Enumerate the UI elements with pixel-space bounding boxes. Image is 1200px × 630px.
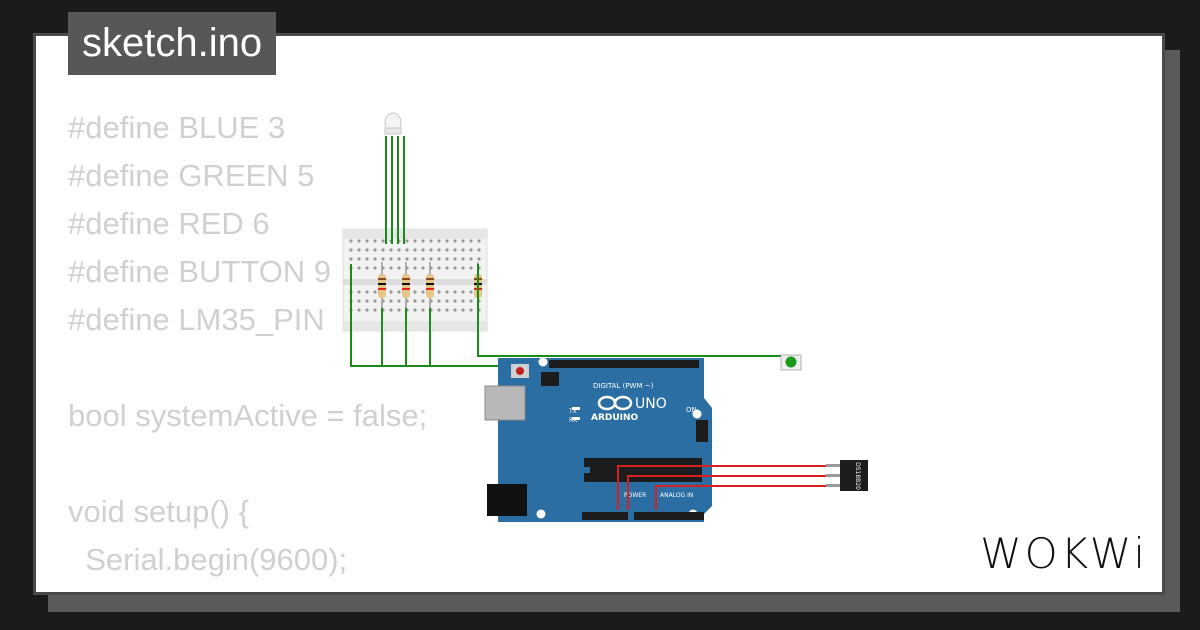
code-line: #define GREEN 5 xyxy=(68,158,315,193)
pushbutton[interactable] xyxy=(780,354,802,371)
sketch-filename-tab: sketch.ino xyxy=(68,12,277,75)
analog-label: ANALOG IN xyxy=(660,492,693,499)
breadboard xyxy=(342,228,488,332)
code-line: void setup() { xyxy=(68,494,249,529)
code-line: #define RED 6 xyxy=(68,206,270,241)
code-line: #define LM35_PIN xyxy=(68,302,325,337)
wokwi-logo: WOKWi xyxy=(980,529,1148,578)
resistor[interactable] xyxy=(378,262,386,308)
on-label: ON xyxy=(686,406,697,414)
code-line: #define BLUE 3 xyxy=(68,110,286,145)
arduino-brand: ARDUINO xyxy=(591,413,639,423)
code-preview: #define BLUE 3 #define GREEN 5 #define R… xyxy=(68,104,427,584)
code-line: #define BUTTON 9 xyxy=(68,254,332,289)
arduino-model: UNO xyxy=(635,396,667,412)
tx-label: TX xyxy=(568,408,577,415)
rx-label: RX xyxy=(569,417,577,424)
resistor[interactable] xyxy=(402,262,410,308)
preview-card: #define BLUE 3 #define GREEN 5 #define R… xyxy=(33,33,1165,595)
arduino-infinity-logo xyxy=(597,395,633,411)
ds18b20-sensor[interactable]: DS18B20 xyxy=(826,460,868,491)
code-line: bool systemActive = false; xyxy=(68,398,428,433)
arduino-uno-board[interactable]: DIGITAL (PWM ~) ON TX RX ARDUINO UNO POW… xyxy=(484,357,712,523)
red-wires xyxy=(617,465,826,510)
resistor[interactable] xyxy=(426,262,434,308)
power-label: POWER xyxy=(624,492,646,499)
sensor-label: DS18B20 xyxy=(854,462,861,490)
circuit-diagram: DIGITAL (PWM ~) ON TX RX ARDUINO UNO POW… xyxy=(342,112,868,523)
code-line: Serial.begin(9600); xyxy=(68,542,348,577)
digital-header-label: DIGITAL (PWM ~) xyxy=(593,382,654,390)
rgb-led[interactable] xyxy=(384,112,405,244)
